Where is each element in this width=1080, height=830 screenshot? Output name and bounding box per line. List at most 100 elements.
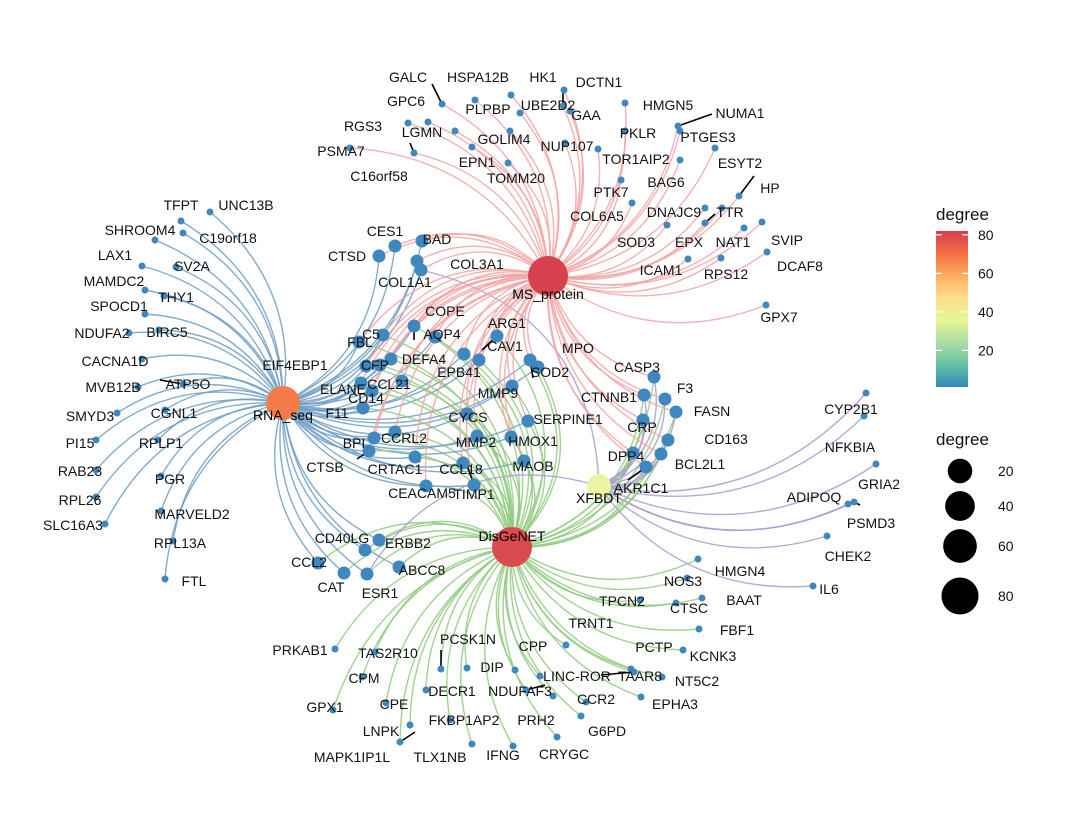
node-HMGN5	[621, 99, 629, 107]
node-MVB12B	[134, 383, 142, 391]
gene-label: PCSK1N	[440, 631, 496, 647]
node-MMP2	[470, 429, 484, 443]
edge-MS_protein-CRTAC1	[414, 275, 549, 458]
gene-label: FTL	[182, 573, 207, 589]
node-LAX1	[138, 262, 146, 270]
gene-label: G6PD	[588, 723, 626, 739]
hub-node-DisGeNET	[492, 527, 532, 567]
gene-label: SV2A	[174, 258, 210, 274]
node-PRH2	[549, 692, 557, 700]
gene-label: RPL13A	[154, 535, 207, 551]
node-CYCS	[460, 407, 474, 421]
gene-label: BAAT	[726, 592, 762, 608]
node-DIP	[463, 664, 471, 672]
node-SHROOM4	[151, 236, 159, 244]
node-TOMM20	[504, 159, 512, 167]
leader-ATP5O	[159, 379, 184, 385]
gene-label: CASP3	[614, 359, 660, 375]
node-G6PD	[577, 712, 585, 720]
node-DNAJC9	[701, 204, 709, 212]
node-UNC13B	[206, 208, 214, 216]
gene-label: TRNT1	[568, 615, 613, 631]
edge-RNA_seq-HMOX1	[282, 402, 512, 455]
node-TLX1NB	[468, 740, 476, 748]
node-SERPINE1	[521, 414, 535, 428]
node-ELANE	[354, 376, 368, 390]
gene-label: BAD	[423, 231, 452, 247]
node-GOLIM4	[506, 127, 514, 135]
gene-label: BIRC5	[146, 324, 187, 340]
gene-label: RPS12	[704, 266, 749, 282]
gene-label: SOD2	[531, 364, 569, 380]
node-HMOX1	[504, 430, 518, 444]
node-DCTN1	[560, 86, 568, 94]
gene-label: SERPINE1	[533, 411, 602, 427]
gene-label: GPX1	[306, 699, 344, 715]
edge-MS_protein-BCL2L1	[547, 275, 662, 455]
gene-label: ATP5O	[166, 376, 211, 392]
gene-label: CTNNB1	[581, 389, 637, 405]
gene-label: LNPK	[363, 723, 400, 739]
edge-RNA_seq-TIMP1	[282, 402, 475, 488]
gene-label: CRTAC1	[368, 461, 423, 477]
gene-label: C5	[362, 326, 380, 342]
hub-label-DisGeNET: DisGeNET	[479, 528, 546, 544]
edge-MS_protein-F11	[362, 275, 549, 409]
gene-label: HMGN4	[715, 563, 766, 579]
edge-XFBDT-CTNNB1	[598, 394, 647, 487]
node-CAV1	[457, 347, 471, 361]
gene-label: HMGN5	[643, 97, 694, 113]
edge-RNA_seq-BIRC5	[158, 329, 284, 404]
node-BIRC5	[155, 326, 163, 334]
node-RAB23	[92, 466, 100, 474]
gene-label: HSPA12B	[447, 69, 509, 85]
gene-label: SHROOM4	[105, 222, 176, 238]
node-RPLP1	[154, 436, 162, 444]
edge-DisGeNET-MMP9	[511, 385, 544, 548]
size-key-label: 20	[998, 463, 1014, 479]
edge-MS_protein-RGS3	[407, 122, 549, 277]
gene-label: HP	[760, 180, 779, 196]
node-FBL	[352, 335, 366, 349]
node-PTK7	[617, 176, 625, 184]
node-CEACAM5	[419, 479, 433, 493]
edge-DisGeNET-PRH2	[505, 546, 554, 697]
gene-label: FKBP1AP2	[429, 712, 500, 728]
node-BAAT	[698, 594, 706, 602]
gene-label: DPP4	[608, 448, 645, 464]
gene-label: PTGES3	[680, 129, 735, 145]
edge-MS_protein-PTGES3	[547, 130, 681, 277]
edge-RNA_seq-SLC16A3	[104, 402, 284, 525]
node-C5	[376, 328, 390, 342]
edge-DisGeNET-CCRL2	[394, 431, 513, 548]
gene-label: MAPK1IP1L	[314, 749, 390, 765]
gene-label: NUP107	[541, 138, 594, 154]
gene-label: UNC13B	[218, 197, 273, 213]
gene-label: TTR	[716, 204, 743, 220]
node-SOD2	[531, 360, 545, 374]
node-KCNK3	[679, 646, 687, 654]
edge-MS_protein-CD163	[547, 275, 669, 441]
node-BPI	[367, 431, 381, 445]
node-CCL21	[395, 374, 409, 388]
gene-label: BPI	[343, 435, 366, 451]
color-legend-title: degree	[936, 205, 989, 224]
gene-label: RPLP1	[139, 435, 184, 451]
gene-label: PLPBP	[465, 101, 510, 117]
edge-DisGeNET-MAPK1IP1L	[399, 546, 513, 743]
node-CYP2B1	[862, 389, 870, 397]
node-FASN	[669, 405, 683, 419]
gene-label: F11	[325, 405, 348, 421]
gene-label: MAOB	[512, 458, 553, 474]
node-PSMA7	[346, 144, 354, 152]
edge-MS_protein-DCAF8	[547, 251, 768, 297]
gene-label: RGS3	[344, 118, 382, 134]
node-PRKAB1	[331, 645, 339, 653]
node-ARG1	[490, 329, 504, 343]
edge-DisGeNET-HMGN4	[511, 546, 699, 581]
gene-label: TPCN2	[599, 593, 645, 609]
edge-DisGeNET-PRKAB1	[334, 546, 513, 650]
node-CD14	[365, 384, 379, 398]
